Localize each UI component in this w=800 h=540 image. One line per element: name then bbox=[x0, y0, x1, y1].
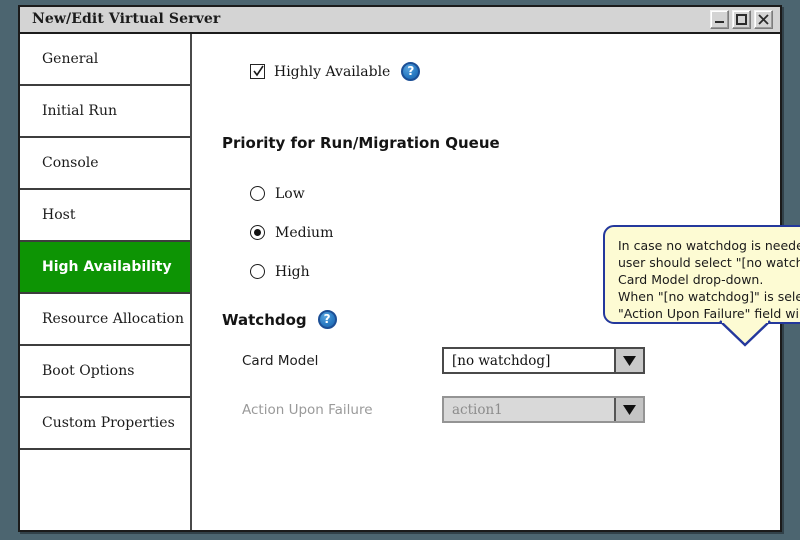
card-model-value: [no watchdog] bbox=[452, 352, 551, 369]
highly-available-row: Highly Available ? bbox=[250, 62, 421, 81]
action-upon-failure-label: Action Upon Failure bbox=[242, 401, 373, 418]
sidebar-item-label: Resource Allocation bbox=[42, 311, 184, 327]
watchdog-info-callout: In case no watchdog is needed for this V… bbox=[603, 225, 800, 324]
sidebar-item-label: Initial Run bbox=[42, 103, 117, 119]
priority-option-label: Low bbox=[275, 185, 305, 202]
watchdog-heading-row: Watchdog ? bbox=[222, 310, 337, 329]
checkmark-icon bbox=[253, 65, 264, 77]
sidebar-item-label: Console bbox=[42, 155, 99, 171]
close-icon bbox=[758, 14, 769, 25]
action-upon-failure-row: Action Upon Failure action1 bbox=[242, 396, 800, 423]
window-title: New/Edit Virtual Server bbox=[32, 11, 221, 27]
sidebar-item-label: Boot Options bbox=[42, 363, 135, 379]
chevron-down-icon bbox=[614, 398, 643, 421]
radio-indicator bbox=[250, 264, 265, 279]
card-model-select[interactable]: [no watchdog] bbox=[442, 347, 645, 374]
callout-tail bbox=[719, 320, 771, 347]
highly-available-checkbox[interactable] bbox=[250, 64, 265, 79]
sidebar-item-console[interactable]: Console bbox=[20, 138, 190, 190]
sidebar-item-boot-options[interactable]: Boot Options bbox=[20, 346, 190, 398]
chevron-down-icon[interactable] bbox=[614, 349, 643, 372]
action-upon-failure-value: action1 bbox=[452, 401, 503, 418]
sidebar-item-label: High Availability bbox=[42, 259, 172, 275]
minimize-button[interactable] bbox=[710, 10, 729, 29]
chevron-down-glyph bbox=[623, 355, 636, 366]
watchdog-heading: Watchdog bbox=[222, 310, 307, 329]
priority-option-label: Medium bbox=[275, 224, 334, 241]
maximize-button[interactable] bbox=[732, 10, 751, 29]
minimize-icon bbox=[715, 21, 724, 23]
chevron-down-glyph bbox=[623, 404, 636, 415]
question-mark-icon[interactable]: ? bbox=[401, 62, 421, 81]
highly-available-label: Highly Available bbox=[274, 63, 391, 80]
maximize-icon bbox=[736, 14, 747, 25]
radio-indicator bbox=[250, 186, 265, 201]
close-button[interactable] bbox=[754, 10, 773, 29]
main-panel: Highly Available ? Priority for Run/Migr… bbox=[194, 34, 800, 530]
sidebar-item-label: Custom Properties bbox=[42, 415, 175, 431]
dialog-body: General Initial Run Console Host High Av… bbox=[20, 34, 800, 530]
question-mark-icon[interactable]: ? bbox=[317, 310, 337, 329]
sidebar-filler bbox=[20, 450, 190, 524]
sidebar-item-general[interactable]: General bbox=[20, 34, 190, 86]
sidebar-item-initial-run[interactable]: Initial Run bbox=[20, 86, 190, 138]
priority-option-medium[interactable]: Medium bbox=[250, 213, 333, 252]
radio-indicator bbox=[250, 225, 265, 240]
priority-option-high[interactable]: High bbox=[250, 252, 333, 291]
sidebar-item-label: Host bbox=[42, 207, 76, 223]
action-upon-failure-select: action1 bbox=[442, 396, 645, 423]
dialog-window: New/Edit Virtual Server General Initial … bbox=[18, 5, 800, 532]
sidebar-item-host[interactable]: Host bbox=[20, 190, 190, 242]
priority-heading: Priority for Run/Migration Queue bbox=[222, 134, 500, 152]
callout-text: In case no watchdog is needed for this V… bbox=[618, 238, 800, 321]
priority-option-label: High bbox=[275, 263, 310, 280]
card-model-label: Card Model bbox=[242, 352, 319, 369]
sidebar-item-custom-properties[interactable]: Custom Properties bbox=[20, 398, 190, 450]
priority-option-low[interactable]: Low bbox=[250, 174, 333, 213]
sidebar-item-label: General bbox=[42, 51, 99, 67]
priority-radio-group: Low Medium High bbox=[250, 174, 333, 291]
sidebar-item-resource-allocation[interactable]: Resource Allocation bbox=[20, 294, 190, 346]
card-model-row: Card Model [no watchdog] bbox=[242, 347, 800, 374]
sidebar-item-high-availability[interactable]: High Availability bbox=[20, 242, 190, 294]
title-bar: New/Edit Virtual Server bbox=[20, 7, 780, 34]
sidebar-nav: General Initial Run Console Host High Av… bbox=[20, 34, 192, 530]
